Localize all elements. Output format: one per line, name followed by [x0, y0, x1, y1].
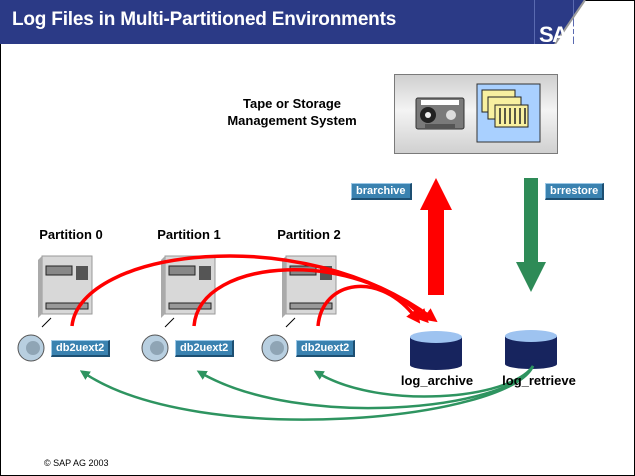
disk-icon-1 — [141, 334, 169, 362]
disk-icon-2 — [261, 334, 289, 362]
retrieve-flow-2 — [313, 365, 535, 398]
title-banner — [0, 0, 586, 44]
process-tag-0: db2uext2 — [51, 340, 111, 357]
server-icon-1 — [161, 255, 216, 318]
log-archive-label: log_archive — [400, 373, 474, 388]
archive-up-arrow — [420, 178, 452, 295]
server-icon-0 — [38, 255, 93, 318]
process-tag-1: db2uext2 — [175, 340, 235, 357]
log-retrieve-db-icon — [505, 330, 557, 369]
partition-label-1: Partition 1 — [157, 227, 221, 242]
retrieve-down-arrow — [516, 178, 546, 292]
storage-label-line1: Tape or Storage — [242, 96, 341, 111]
tape-cassette-icon — [415, 97, 465, 130]
storage-system-box — [394, 74, 558, 154]
brarchive-tag: brarchive — [351, 183, 412, 200]
connector-1 — [164, 317, 175, 328]
partition-label-2: Partition 2 — [277, 227, 341, 242]
storage-library-icon — [476, 83, 541, 143]
partition-label-0: Partition 0 — [39, 227, 103, 242]
storage-icons — [415, 83, 541, 143]
storage-label-line2: Management System — [227, 113, 357, 128]
connector-2 — [285, 317, 296, 328]
brrestore-tag: brrestore — [545, 183, 605, 200]
archive-flow-2 — [316, 284, 421, 327]
page-title: Log Files in Multi-Partitioned Environme… — [12, 9, 397, 30]
retrieve-flow-1 — [196, 365, 535, 410]
log-retrieve-label: log_retrieve — [502, 373, 576, 388]
connector-0 — [41, 317, 52, 328]
disk-icon-0 — [17, 334, 45, 362]
storage-label: Tape or Storage Management System — [222, 95, 362, 129]
copyright-footer: © SAP AG 2003 — [44, 458, 109, 468]
sap-logo: SAP — [539, 22, 581, 47]
log-archive-db-icon — [410, 331, 462, 370]
process-tag-2: db2uext2 — [296, 340, 356, 357]
